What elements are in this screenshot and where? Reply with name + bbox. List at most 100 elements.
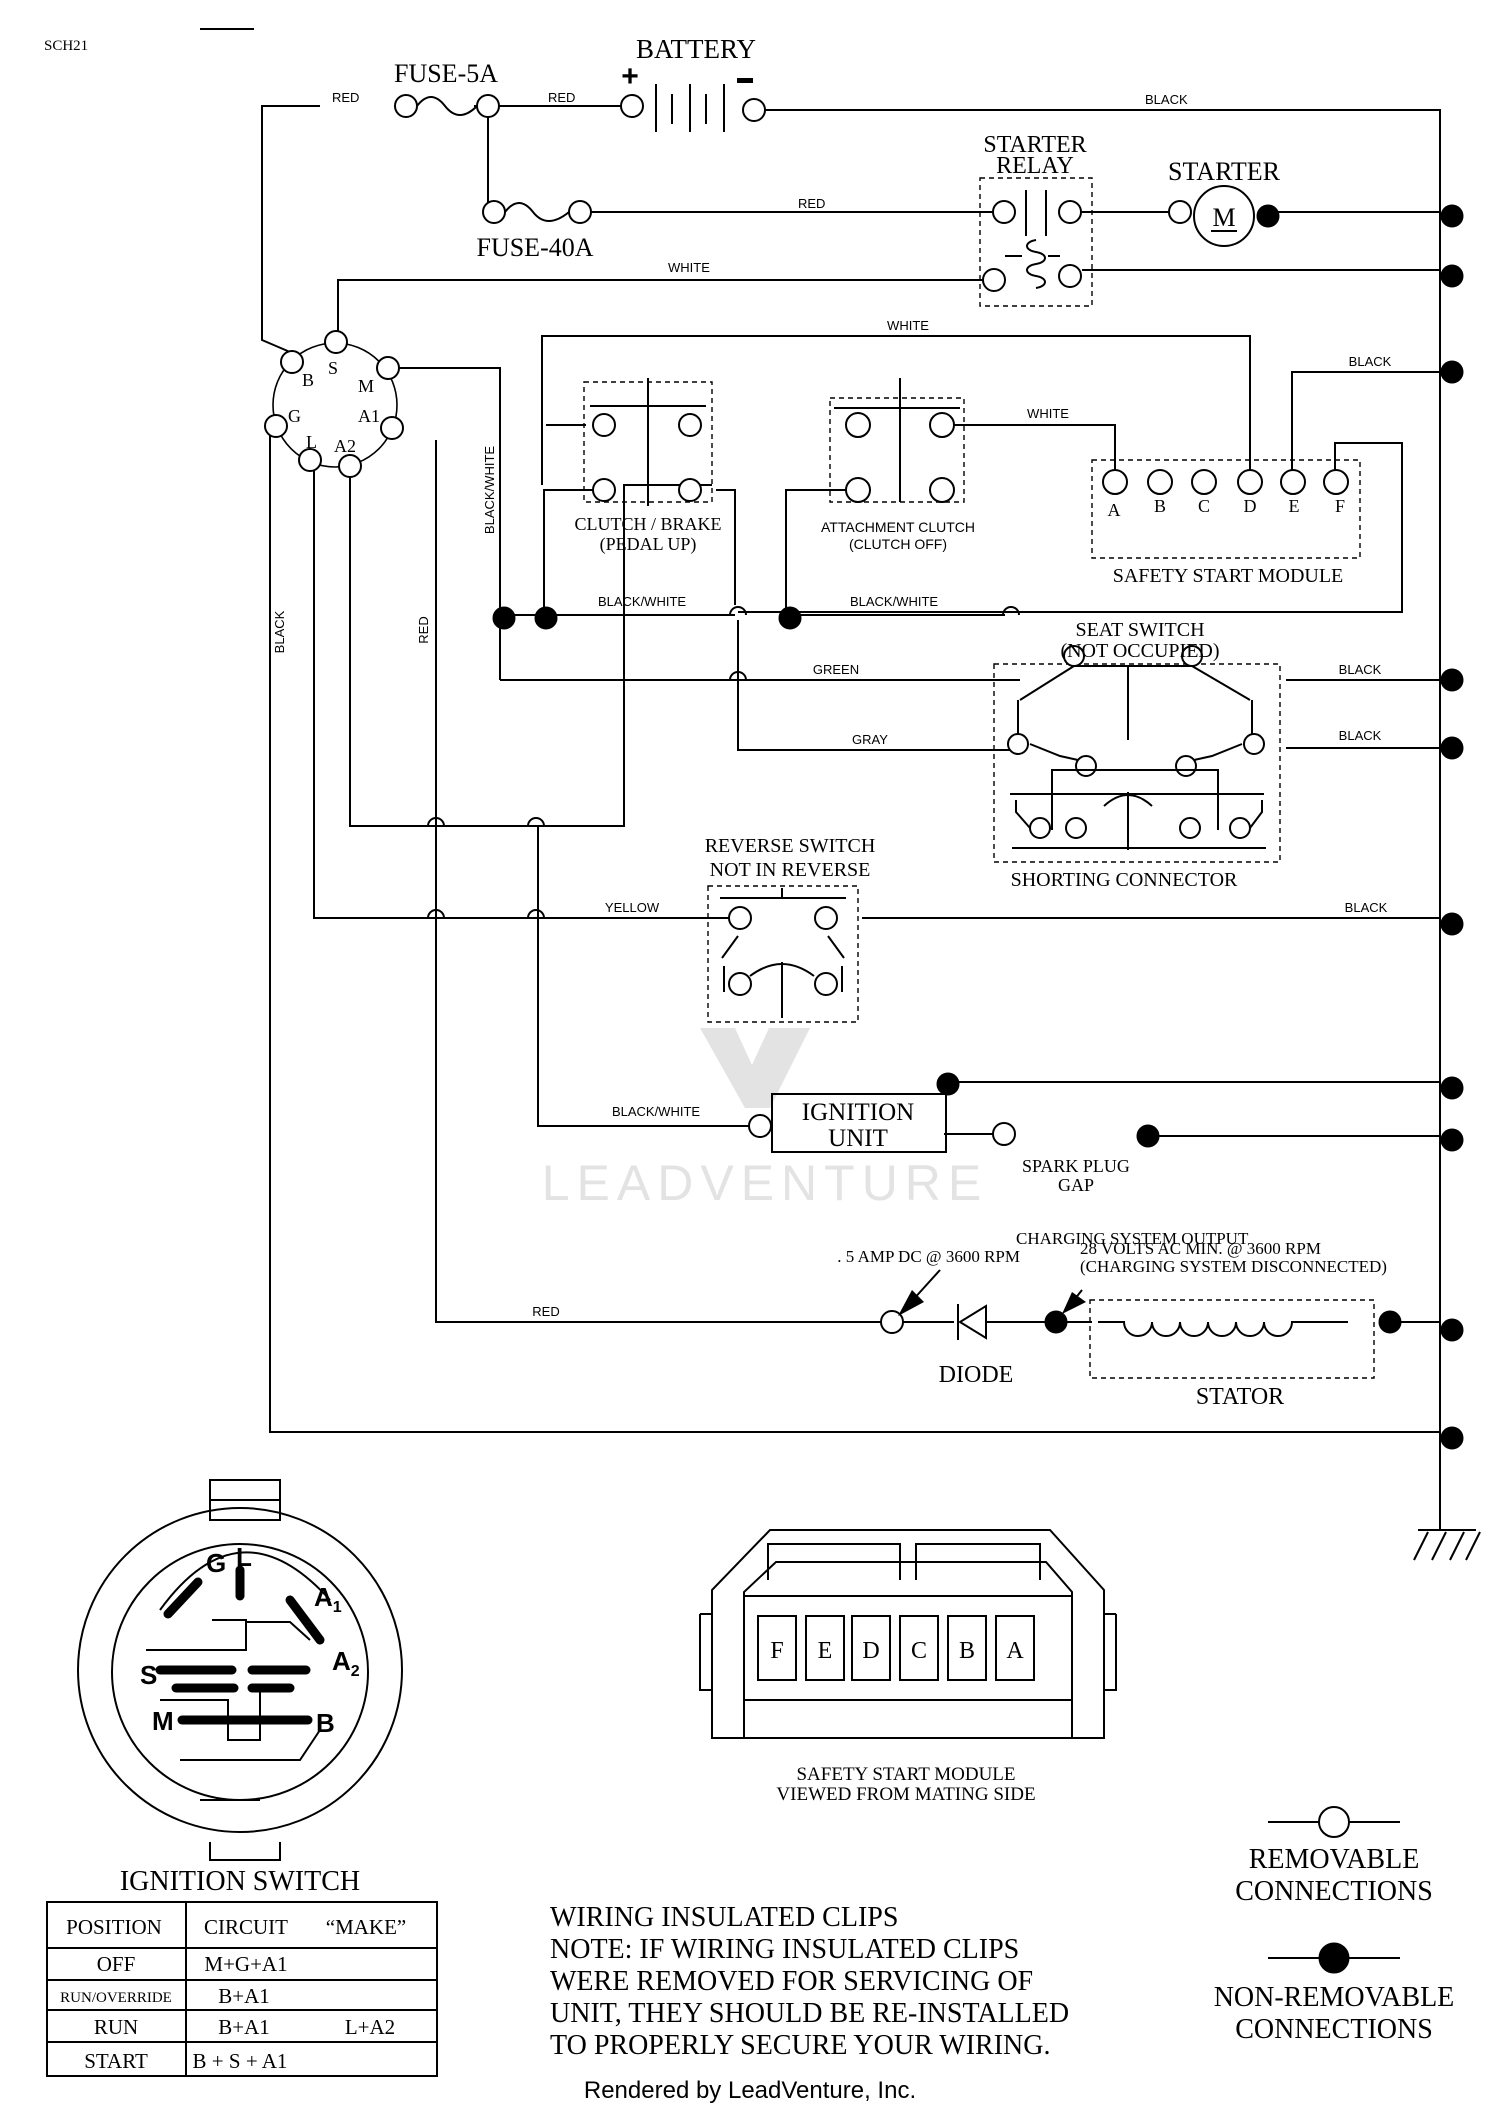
legend-nonremovable-2: CONNECTIONS — [1235, 2014, 1433, 2045]
starter-motor: M STARTER — [1168, 157, 1281, 247]
attachment-clutch-switch: ATTACHMENT CLUTCH (CLUTCH OFF) — [821, 378, 975, 552]
battery-plus-icon: + — [621, 60, 639, 93]
note-line-3: UNIT, THEY SHOULD BE RE-INSTALLED — [550, 1998, 1069, 2029]
module-pin-d-label: D — [1244, 496, 1257, 516]
ignition-switch-title: IGNITION SWITCH — [120, 1866, 360, 1897]
table-row-off-position: OFF — [97, 1952, 136, 1976]
table-row-override-circuit: B+A1 — [218, 1984, 270, 2008]
wire-crossings — [427, 606, 1020, 919]
wire-label-white-module-a: WHITE — [1027, 406, 1069, 421]
wire-label-green: GREEN — [813, 662, 859, 677]
legend-removable-2: CONNECTIONS — [1235, 1876, 1433, 1907]
stator-voltage-label-1: 28 VOLTS AC MIN. @ 3600 RPM — [1080, 1239, 1321, 1258]
module-pin-c-label: C — [1198, 496, 1210, 516]
table-row-run-make: L+A2 — [345, 2015, 395, 2039]
attachment-clutch-label-1: ATTACHMENT CLUTCH — [821, 519, 975, 535]
face-letter-l: L — [236, 1542, 252, 1572]
ignition-unit-label-2: UNIT — [828, 1125, 888, 1152]
attachment-clutch-label-2: (CLUTCH OFF) — [849, 536, 947, 552]
stator-voltage-arrow — [1062, 1292, 1086, 1314]
watermark: LEADVENTURE — [542, 1028, 989, 1211]
legend-removable-1: REMOVABLE — [1249, 1844, 1420, 1875]
table-row-off-circuit: M+G+A1 — [204, 1952, 287, 1976]
diagram-code: SCH21 — [44, 38, 88, 54]
battery-label: BATTERY — [636, 34, 756, 64]
wire-label-red-vertical: RED — [416, 616, 431, 643]
table-header-position: POSITION — [66, 1915, 162, 1939]
wire-label-red-2: RED — [548, 90, 575, 105]
wire-label-black-seat-2: BLACK — [1339, 728, 1382, 743]
ignition-switch-face: G L A1 A2 S M B IGNITION SWITCH — [77, 1479, 403, 1897]
wire-label-yellow: YELLOW — [605, 900, 660, 915]
footer-credit: Rendered by LeadVenture, Inc. — [584, 2077, 916, 2104]
ignition-table: POSITION CIRCUIT “MAKE” OFF M+G+A1 RUN/O… — [46, 1901, 438, 2077]
ignition-switch-schematic: B S M G A1 L A2 — [264, 330, 404, 478]
ign-terminal-a2: A2 — [334, 436, 356, 456]
ign-terminal-g: G — [288, 406, 301, 426]
wire-label-black-top: BLACK — [1145, 92, 1188, 107]
seat-switch-label-2: (NOT OCCUPIED) — [1060, 640, 1219, 662]
wire-label-red-charging: RED — [532, 1304, 559, 1319]
face-letter-g: G — [206, 1548, 226, 1578]
junction-dots — [492, 204, 1464, 1450]
connector-pin-a: A — [1006, 1638, 1024, 1664]
seat-switch: SEAT SWITCH (NOT OCCUPIED) SHORTING CONN… — [993, 619, 1281, 891]
face-letter-m: M — [152, 1706, 174, 1736]
connector-pin-f: F — [770, 1638, 783, 1664]
module-pin-f-label: F — [1335, 496, 1345, 516]
note-title: WIRING INSULATED CLIPS — [550, 1902, 898, 1933]
table-header-circuit: CIRCUIT — [204, 1915, 288, 1939]
ign-terminal-a1: A1 — [358, 406, 380, 426]
fuse-40a: FUSE-40A RED WHITE — [476, 196, 825, 275]
legend: REMOVABLE CONNECTIONS NON-REMOVABLE CONN… — [1214, 1806, 1454, 2045]
wire-label-gray: GRAY — [852, 732, 888, 747]
starter-relay: STARTER RELAY — [979, 132, 1093, 307]
charging-output-label-2: . 5 AMP DC @ 3600 RPM — [837, 1247, 1020, 1266]
starter-relay-label-1: STARTER — [983, 132, 1086, 158]
module-pin-b-label: B — [1154, 496, 1166, 516]
spark-plug-label-2: GAP — [1058, 1175, 1094, 1195]
wire-label-red-1: RED — [332, 90, 359, 105]
stator-label: STATOR — [1196, 1384, 1284, 1410]
watermark-text: LEADVENTURE — [542, 1155, 989, 1211]
wiring-note: WIRING INSULATED CLIPS NOTE: IF WIRING I… — [550, 1902, 1069, 2061]
reverse-switch-label-1: REVERSE SWITCH — [705, 835, 876, 857]
legend-nonremovable-icon — [1318, 1942, 1350, 1974]
wire-label-black-seat-1: BLACK — [1339, 662, 1382, 677]
wire-label-black-white-vertical: BLACK/WHITE — [482, 446, 497, 534]
note-line-4: TO PROPERLY SECURE YOUR WIRING. — [550, 2030, 1050, 2061]
clutch-brake-label-1: CLUTCH / BRAKE — [574, 514, 721, 534]
module-pin-a-label: A — [1108, 500, 1121, 520]
spark-plug-label-1: SPARK PLUG — [1022, 1156, 1130, 1176]
charging-output-arrow — [898, 1290, 924, 1316]
clutch-brake-switch: CLUTCH / BRAKE (PEDAL UP) — [574, 378, 722, 555]
wire-label-black-white-ignition: BLACK/WHITE — [612, 1104, 700, 1119]
ignition-unit-label-1: IGNITION — [802, 1099, 914, 1126]
module-pin-e-label: E — [1289, 496, 1300, 516]
wire-label-black-white-2: BLACK/WHITE — [850, 594, 938, 609]
shorting-connector-label: SHORTING CONNECTOR — [1011, 869, 1238, 891]
wire-label-black-reverse: BLACK — [1345, 900, 1388, 915]
reverse-switch-label-2: NOT IN REVERSE — [710, 859, 871, 881]
note-line-2: WERE REMOVED FOR SERVICING OF — [550, 1966, 1033, 1997]
connector-pin-d: D — [862, 1638, 879, 1664]
charging-system: CHARGING SYSTEM OUTPUT . 5 AMP DC @ 3600… — [837, 1229, 1402, 1410]
fuse-40a-label: FUSE-40A — [476, 233, 593, 262]
reverse-switch: REVERSE SWITCH NOT IN REVERSE — [705, 835, 876, 1023]
face-letter-a2: A2 — [332, 1646, 360, 1680]
face-letter-a1: A1 — [314, 1582, 342, 1616]
wire-label-white-module-top: WHITE — [887, 318, 929, 333]
wire-label-black-vertical: BLACK — [272, 610, 287, 653]
table-row-start-position: START — [84, 2049, 148, 2073]
wire-label-black-white-1: BLACK/WHITE — [598, 594, 686, 609]
ignition-unit: IGNITION UNIT SPARK PLUG GAP — [748, 1093, 1160, 1195]
wire-label-white-relay: WHITE — [668, 260, 710, 275]
table-row-run-position: RUN — [94, 2015, 138, 2039]
diode-symbol — [958, 1304, 987, 1340]
table-row-start-circuit: B + S + A1 — [193, 2049, 288, 2073]
connector-pin-b: B — [959, 1638, 975, 1664]
fuse-5a-label: FUSE-5A — [394, 59, 498, 88]
table-header-make: “MAKE” — [326, 1915, 406, 1939]
module-connector-view: F E D C B A SAFETY START MODULE VIEWED F… — [699, 1529, 1117, 1805]
ign-terminal-s: S — [328, 358, 338, 378]
